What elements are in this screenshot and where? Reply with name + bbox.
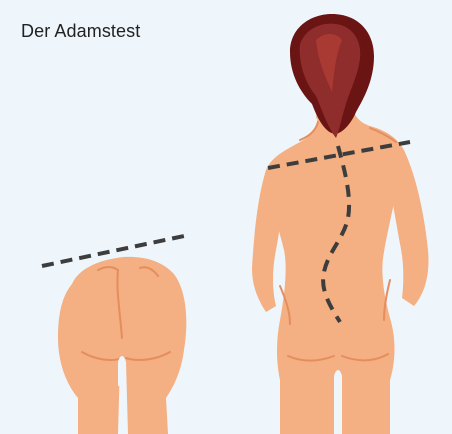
standing-figure	[252, 14, 428, 434]
bent-figure-body	[58, 257, 186, 434]
bent-figure-leg-gap	[118, 356, 126, 386]
standing-figure-leg-gap	[334, 370, 342, 394]
bent-forward-figure	[42, 236, 186, 434]
